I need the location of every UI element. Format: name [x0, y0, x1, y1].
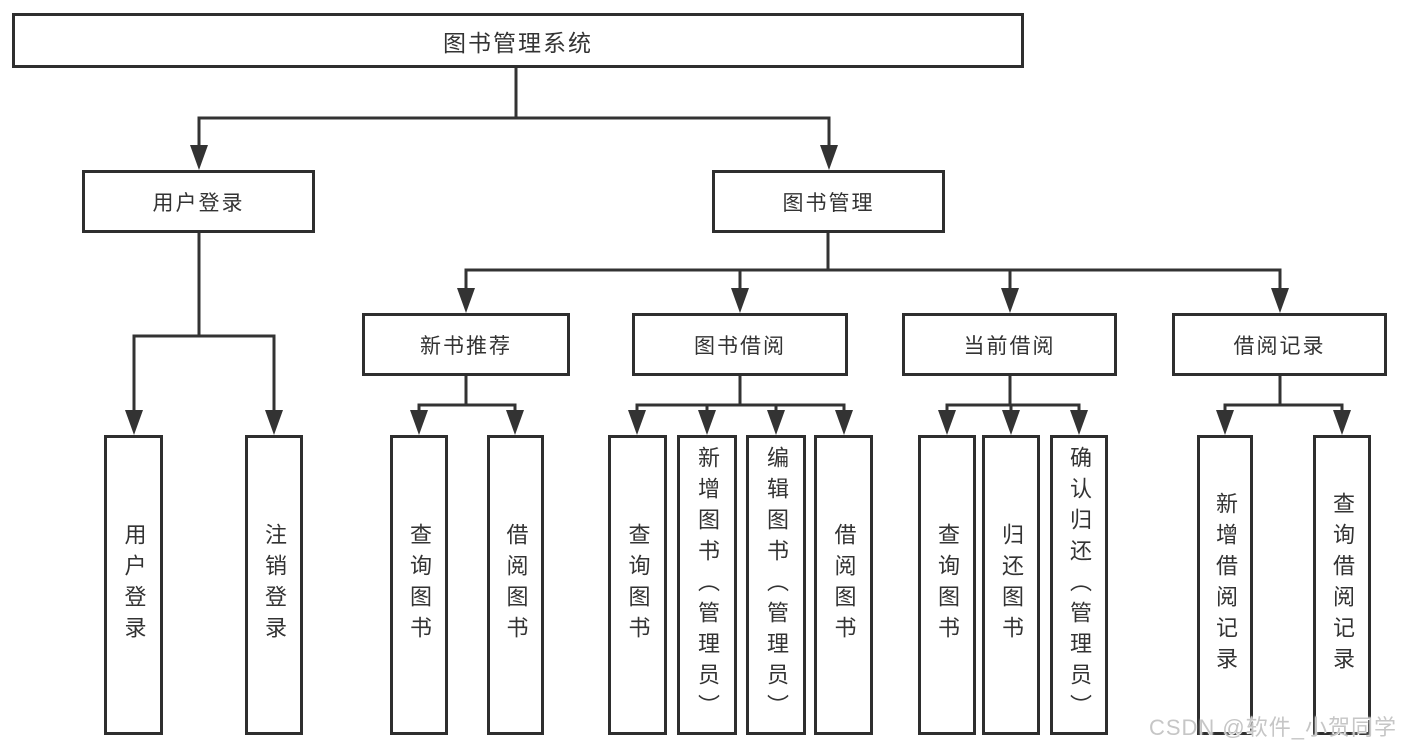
leaf-user-login: 用户登录	[104, 435, 163, 735]
node-label: 图书管理系统	[443, 29, 593, 56]
node-label: 注销登录	[262, 523, 287, 647]
leaf-borrow-books-borrow: 借阅图书	[814, 435, 873, 735]
connector-root-to-level1	[190, 68, 838, 170]
leaf-borrow-books-newbooks: 借阅图书	[487, 435, 544, 735]
leaf-confirm-return-admin: 确认归还（管理员）	[1050, 435, 1108, 735]
node-new-book-recommend: 新书推荐	[362, 313, 570, 376]
leaf-return-books: 归还图书	[982, 435, 1040, 735]
node-current-borrow: 当前借阅	[902, 313, 1117, 376]
node-label: 用户登录	[121, 523, 147, 647]
node-label: 图书管理	[782, 191, 875, 215]
connector-user-login-to-leaves	[125, 233, 283, 435]
node-label: 确认归还（管理员）	[1067, 445, 1092, 725]
connector-new-books-to-leaves	[410, 376, 524, 435]
node-label: 借阅记录	[1233, 334, 1326, 358]
node-label: 编辑图书（管理员）	[764, 445, 789, 725]
leaf-logout: 注销登录	[245, 435, 303, 735]
node-label: 新增借阅记录	[1213, 492, 1238, 678]
leaf-query-borrow-record: 查询借阅记录	[1313, 435, 1371, 735]
node-label: 查询图书	[625, 523, 651, 647]
node-label: 查询借阅记录	[1330, 492, 1355, 678]
node-library-management-system: 图书管理系统	[12, 13, 1024, 68]
node-label: 新增图书（管理员）	[695, 445, 720, 725]
leaf-query-books-borrow: 查询图书	[608, 435, 667, 735]
connector-records-to-leaves	[1216, 376, 1351, 435]
node-label: 新书推荐	[420, 334, 512, 358]
leaf-edit-book-admin: 编辑图书（管理员）	[746, 435, 806, 735]
csdn-watermark: CSDN @软件_小贺同学	[1148, 715, 1397, 740]
leaf-add-borrow-record: 新增借阅记录	[1197, 435, 1253, 735]
node-label: 用户登录	[152, 191, 245, 215]
node-label: 查询图书	[935, 523, 960, 647]
node-label: 归还图书	[999, 523, 1024, 647]
node-label: 图书借阅	[694, 334, 786, 358]
connector-current-borrow-to-leaves	[938, 376, 1088, 435]
node-label: 当前借阅	[963, 334, 1056, 358]
node-book-borrow: 图书借阅	[632, 313, 848, 376]
node-user-login: 用户登录	[82, 170, 315, 233]
connector-book-borrow-to-leaves	[628, 376, 853, 435]
leaf-query-books-newbooks: 查询图书	[390, 435, 448, 735]
node-label: 借阅图书	[503, 523, 529, 647]
connector-book-management-to-level2	[457, 233, 1289, 313]
node-borrow-records: 借阅记录	[1172, 313, 1387, 376]
node-label: 查询图书	[407, 523, 432, 647]
node-label: 借阅图书	[831, 523, 857, 647]
leaf-query-books-current: 查询图书	[918, 435, 976, 735]
node-book-management: 图书管理	[712, 170, 945, 233]
leaf-add-book-admin: 新增图书（管理员）	[677, 435, 737, 735]
